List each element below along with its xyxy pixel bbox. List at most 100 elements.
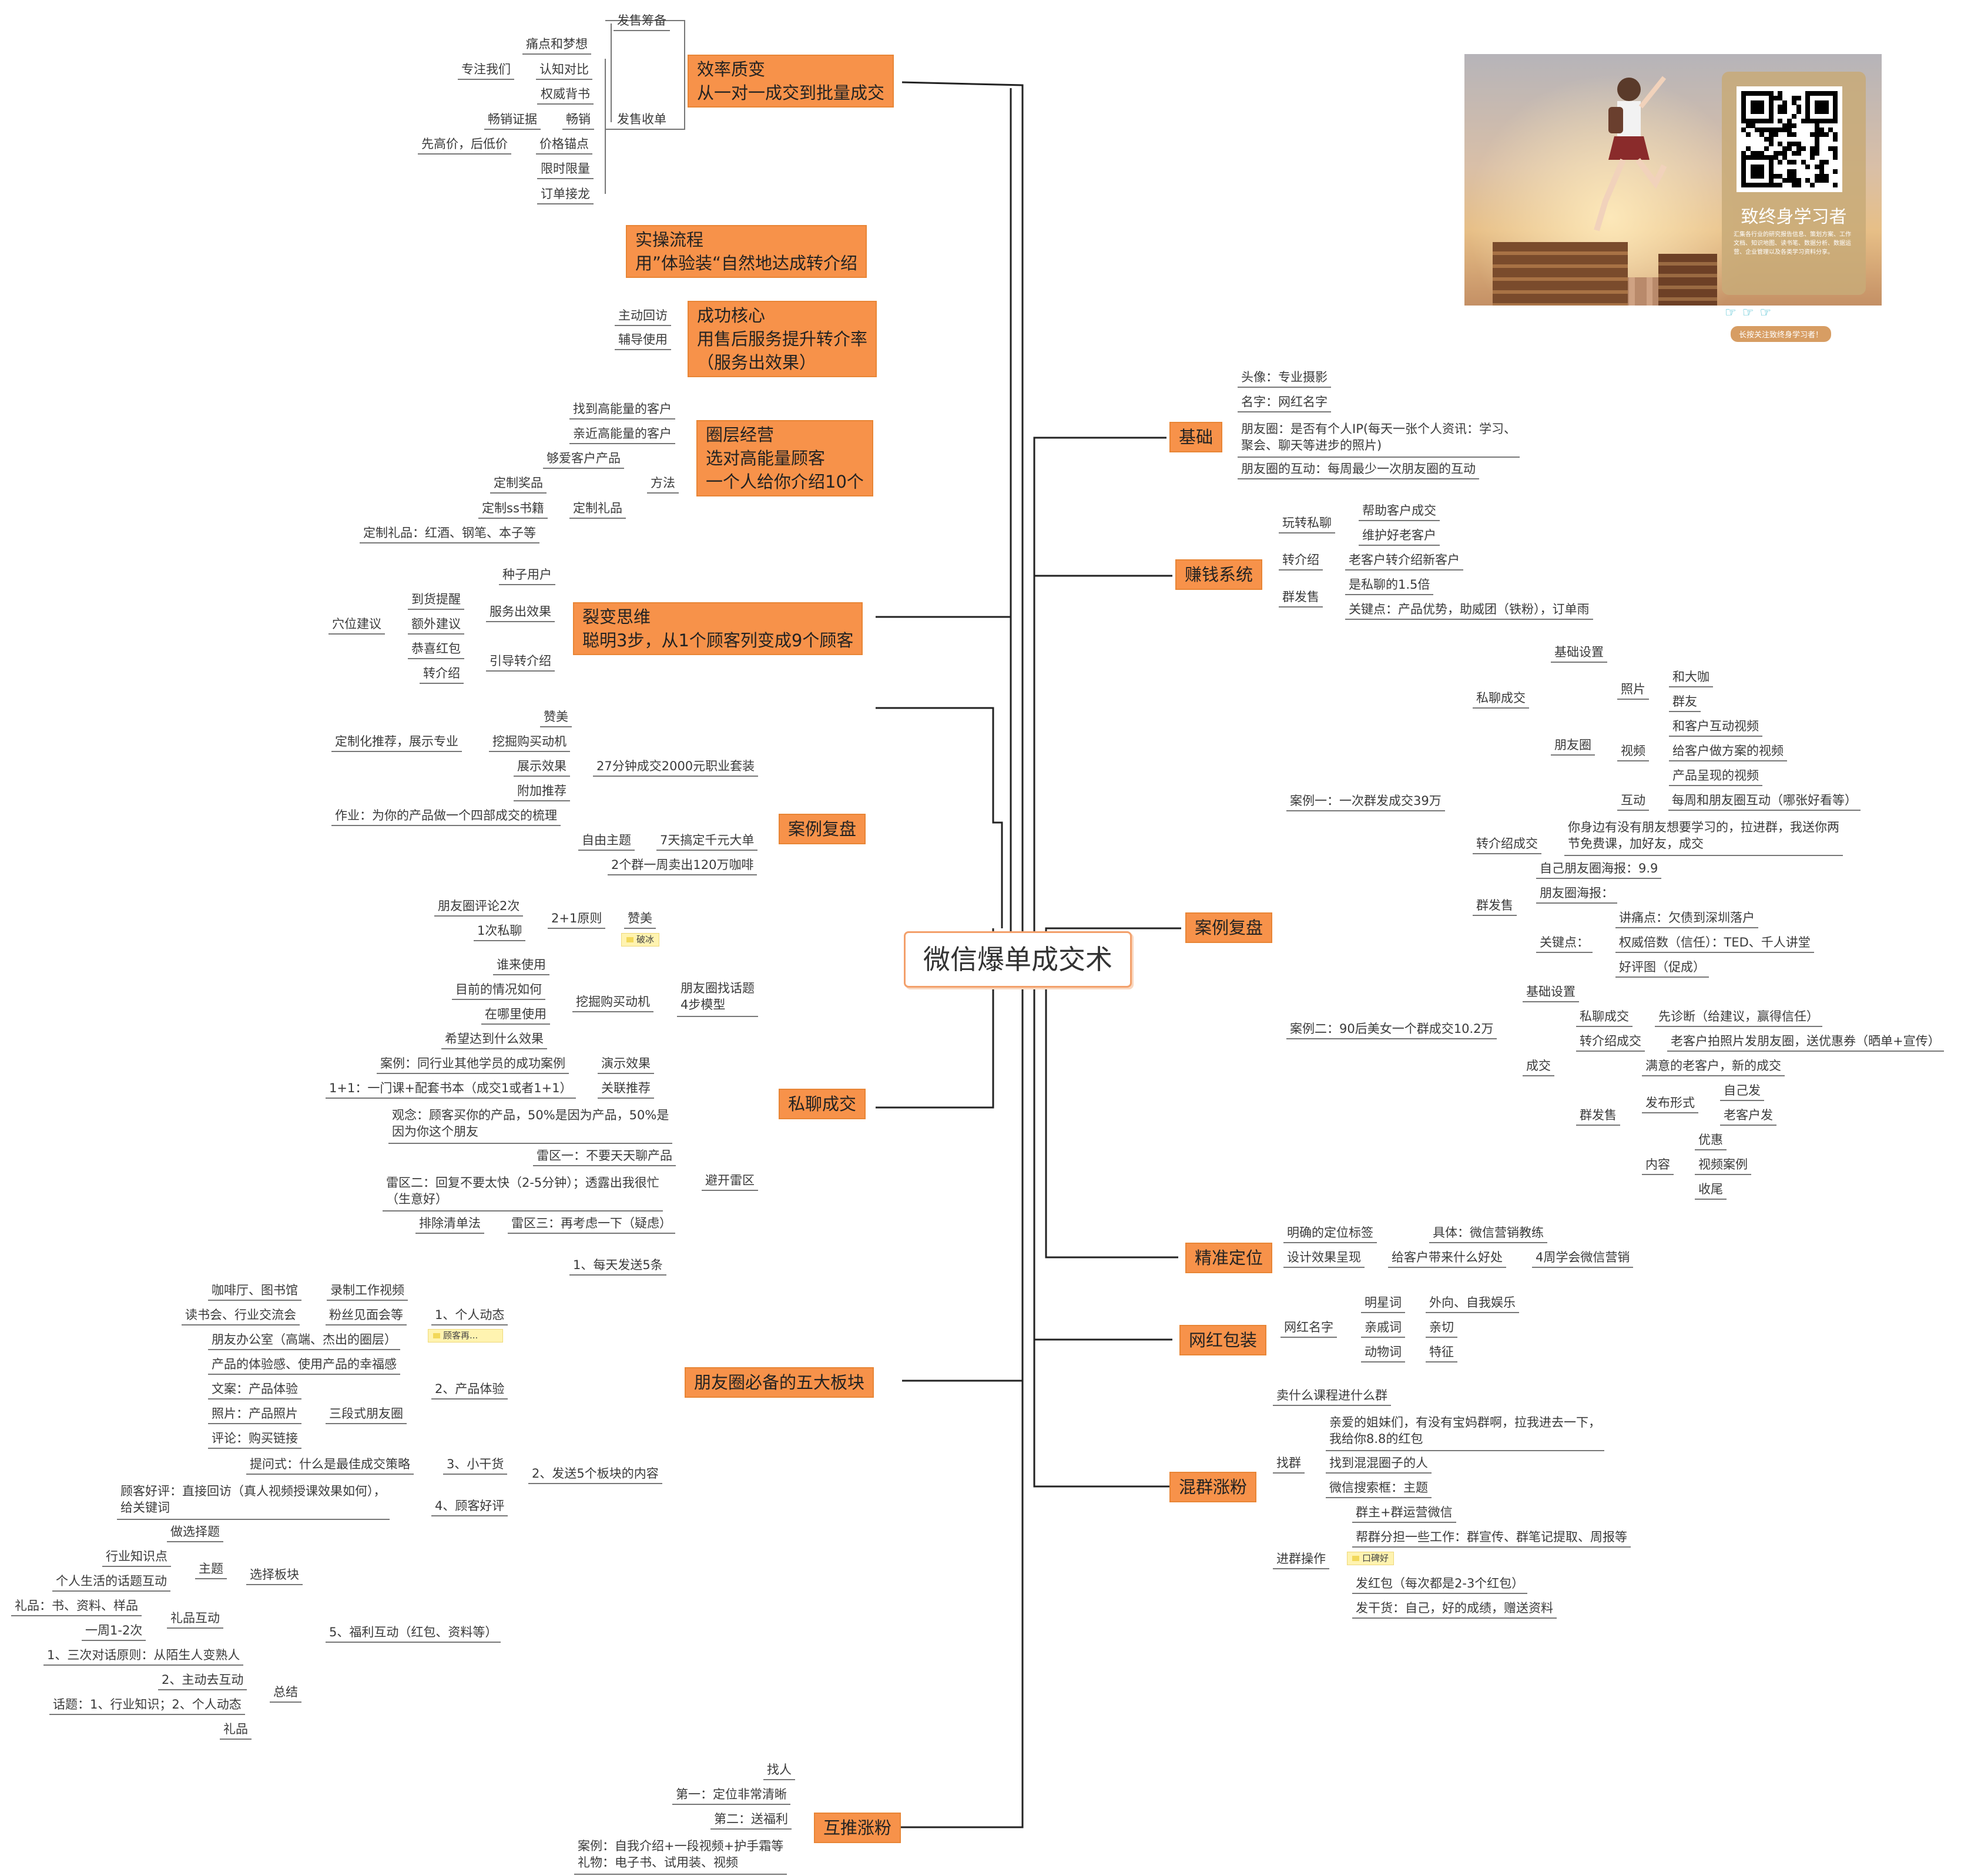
node-s1: 1、每天发送5条 [573,1258,663,1272]
node-hunhun: 找到混混圈子的人 [1329,1456,1428,1470]
qr-module [1787,132,1792,137]
qr-module [1787,146,1792,151]
root-topic: 微信爆单成交术 [904,931,1132,988]
qr-module [1768,91,1774,96]
qr-module [1750,169,1755,174]
qr-module [1750,123,1755,128]
qr-module [1819,105,1824,110]
node-shouwei: 收尾 [1698,1182,1723,1196]
node-ziyou: 自由主题 [582,833,631,847]
qr-module [1778,150,1783,156]
node-sil-b7: 1次私聊 [477,924,522,938]
qr-module [1805,100,1811,105]
node-changxiao: 畅销 [566,112,591,126]
qr-module [1741,178,1746,183]
node-kafei: 咖啡厅、图书馆 [212,1283,298,1297]
node-liangge: 2个群一周卖出120万咖啡 [611,858,754,872]
qr-module [1791,160,1796,165]
node-weihu: 维护好老客户 [1362,528,1436,542]
qr-module [1764,146,1769,151]
node-fangan: 给客户做方案的视频 [1672,744,1784,758]
qr-module [1791,173,1796,179]
qr-module [1778,160,1783,165]
qr-module [1819,109,1824,115]
node-zijifa: 自己发 [1724,1083,1761,1098]
node-sil2: 私聊成交 [1580,1009,1629,1023]
qr-module [1823,118,1829,123]
qr-module [1819,91,1824,96]
card-description: 汇集各行业的研究报告信息、策划方案、工作文档、知识地图、读书笔、数据分析、数据运… [1734,231,1851,256]
qr-module [1828,91,1833,96]
node-tezheng: 特征 [1429,1345,1454,1359]
node-bikai: 避开雷区 [705,1173,755,1187]
qr-module [1778,173,1783,179]
qr-module [1791,178,1796,183]
node-zjs2: 转介绍成交 [1580,1034,1641,1048]
node-dingzhi-lp2: 定制礼品：红酒、钢笔、本子等 [363,526,536,540]
node-zhaopian: 照片：产品照片 [212,1407,298,1421]
node-dongwu: 动物词 [1365,1345,1402,1359]
node-daohuo: 到货提醒 [411,592,461,606]
node-diyi: 第一：定位非常清晰 [676,1787,787,1801]
node-dingzhi-jp: 定制奖品 [494,476,543,490]
qr-module [1791,114,1796,119]
node-wenan: 文案：产品体验 [212,1382,298,1396]
qr-module [1778,183,1783,188]
qr-module [1823,91,1829,96]
node-zanmei: 赞美 [544,710,568,724]
node-qinai: 亲爱的姐妹们，有没有宝妈群啊，拉我进去一下， 我给你8.8的红包 [1329,1415,1601,1446]
node-chanpin: 2、产品体验 [435,1382,505,1396]
node-zhudong: 主动回访 [618,308,668,323]
node-fashou-chouhua: 发售筹备 [617,14,666,28]
node-shipinanli: 视频案例 [1698,1157,1748,1172]
qr-module [1741,169,1746,174]
qr-module [1833,91,1838,96]
qr-module [1810,155,1815,160]
qr-module [1755,164,1760,169]
qr-module [1759,118,1765,123]
node-qitian: 7天搞定千元大单 [660,833,755,847]
qr-module [1796,178,1801,183]
qr-module [1814,105,1819,110]
node-muqian: 目前的情况如何 [455,982,542,996]
node-yanshi: 演示效果 [601,1056,651,1070]
node-zhao: 找到高能量的客户 [573,402,672,416]
node-fujia: 附加推荐 [517,784,566,798]
node-meizhou: 每周和朋友圈互动（哪张好看等） [1672,793,1857,807]
qr-module [1819,164,1824,169]
node-guanjian-r3: 关键点： [1540,935,1589,949]
node-qunzhu: 群主+群运营微信 [1356,1505,1453,1519]
qr-module [1782,146,1788,151]
qr-module [1768,169,1774,174]
qr-module [1755,100,1760,105]
node-yindao: 引导转介绍 [490,654,551,668]
node-anli1: 案例一：一次群发成交39万 [1290,794,1442,808]
node-gei: 给客户带来什么好处 [1392,1250,1503,1264]
node-hongbao: 发红包（每次都是2-3个红包） [1356,1576,1524,1590]
node-tongdian-r3: 讲痛点：欠债到深圳落户 [1619,911,1755,925]
node-xiangao: 先高价，后低价 [421,137,508,151]
node-wajue-b6: 挖掘购买动机 [492,734,566,749]
qr-module [1814,150,1819,156]
qr-module [1773,173,1778,179]
qr-module [1755,169,1760,174]
qr-module [1787,118,1792,123]
qr-module [1805,118,1811,123]
qr-module [1764,155,1769,160]
qr-module [1819,127,1824,133]
qr-code[interactable] [1737,86,1842,192]
qr-module [1833,150,1838,156]
qr-module [1764,91,1769,96]
qr-module [1814,123,1819,128]
node-touxiang: 头像：专业摄影 [1241,370,1328,384]
node-hangye: 行业知识点 [106,1549,167,1563]
qr-module [1755,127,1760,133]
qr-module [1814,109,1819,115]
qr-module [1787,123,1792,128]
qr-module [1741,95,1746,100]
node-xiwang: 希望达到什么效果 [445,1032,544,1046]
qr-module [1773,127,1778,133]
qr-module [1782,178,1788,183]
qr-module [1823,160,1829,165]
qr-module [1768,100,1774,105]
